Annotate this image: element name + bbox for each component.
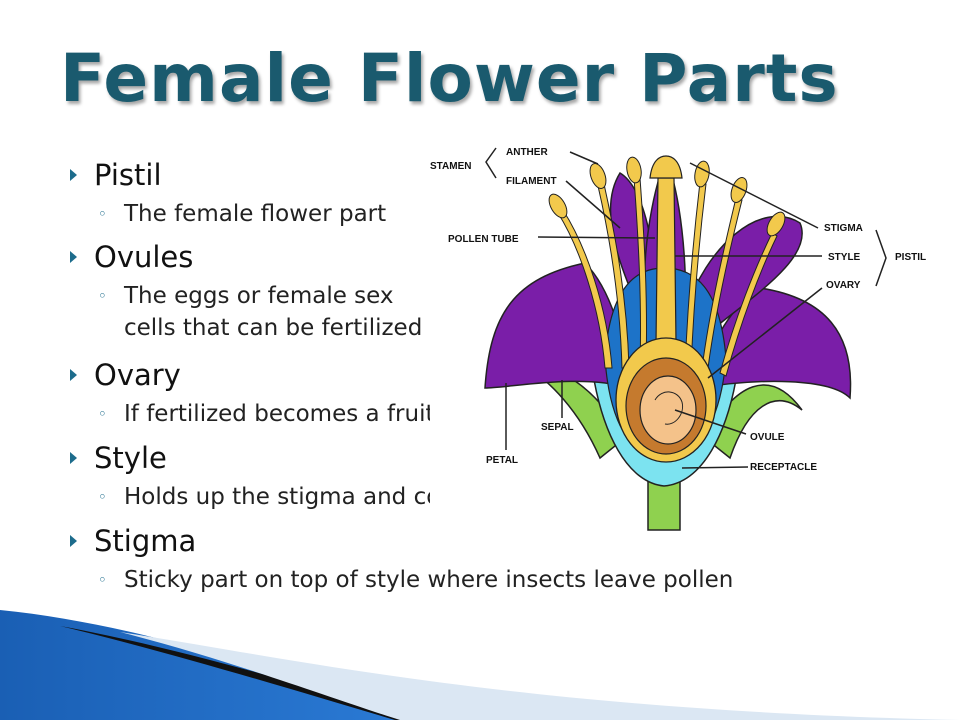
bullet-item-pistil: Pistil ◦ The female flower part <box>70 158 386 230</box>
bullet-subtext: Sticky part on top of style where insect… <box>124 567 733 593</box>
label-anther: ANTHER <box>506 147 548 158</box>
footer-swoosh <box>0 600 960 720</box>
bullet-arrow-icon <box>70 535 77 547</box>
label-receptacle: RECEPTACLE <box>750 462 817 473</box>
slide-title: Female Flower Parts <box>60 40 839 117</box>
stamen-bracket <box>486 148 496 178</box>
bullet-heading: Stigma <box>94 524 196 558</box>
bullet-arrow-icon <box>70 452 77 464</box>
bullet-heading: Ovary <box>94 358 181 392</box>
bullet-arrow-icon <box>70 169 77 181</box>
bullet-item-ovules: Ovules ◦ The eggs or female sex cells tha… <box>70 240 439 344</box>
label-pistil: PISTIL <box>895 252 926 263</box>
label-stigma: STIGMA <box>824 223 863 234</box>
bullet-arrow-icon <box>70 369 77 381</box>
flower-diagram-svg: ANTHER STAMEN FILAMENT POLLEN TUBE STIGM… <box>430 138 940 538</box>
bullet-subtext: The eggs or female sex cells that can be… <box>124 283 422 341</box>
bullet-heading: Ovules <box>94 240 193 274</box>
pointer-pollen-tube <box>538 237 655 238</box>
label-filament: FILAMENT <box>506 176 557 187</box>
bullet-item-ovary: Ovary ◦ If fertilized becomes a fruit <box>70 358 434 430</box>
anther <box>693 160 711 188</box>
label-ovule: OVULE <box>750 432 785 443</box>
bullet-subtext: The female flower part <box>124 201 386 227</box>
bullet-arrow-icon <box>70 251 77 263</box>
bullet-subitem: ◦ Sticky part on top of style where insec… <box>98 564 733 596</box>
flower-diagram: ANTHER STAMEN FILAMENT POLLEN TUBE STIGM… <box>430 138 940 538</box>
circle-bullet-icon: ◦ <box>98 398 107 430</box>
label-sepal: SEPAL <box>541 422 574 433</box>
label-pollen-tube: POLLEN TUBE <box>448 234 519 245</box>
anther <box>728 175 750 204</box>
bullet-subtext: If fertilized becomes a fruit <box>124 401 434 427</box>
bullet-subitem: ◦ The eggs or female sex cells that can b… <box>98 280 439 344</box>
pointer-receptacle <box>682 467 748 468</box>
pointer-anther <box>570 152 598 164</box>
pistil-bracket <box>876 230 886 286</box>
anther <box>587 161 609 190</box>
label-ovary: OVARY <box>826 280 861 291</box>
stigma <box>650 156 682 178</box>
bullet-subitem: ◦ The female flower part <box>98 198 386 230</box>
circle-bullet-icon: ◦ <box>98 481 107 513</box>
circle-bullet-icon: ◦ <box>98 198 107 230</box>
circle-bullet-icon: ◦ <box>98 280 107 312</box>
circle-bullet-icon: ◦ <box>98 564 107 596</box>
bullet-heading: Pistil <box>94 158 162 192</box>
label-style: STYLE <box>828 252 861 263</box>
label-stamen: STAMEN <box>430 161 471 172</box>
bullet-subitem: ◦ If fertilized becomes a fruit <box>98 398 434 430</box>
ovule <box>640 376 696 444</box>
style <box>656 178 676 343</box>
pointer-stigma <box>690 163 818 228</box>
label-petal: PETAL <box>486 455 518 466</box>
bullet-heading: Style <box>94 441 167 475</box>
